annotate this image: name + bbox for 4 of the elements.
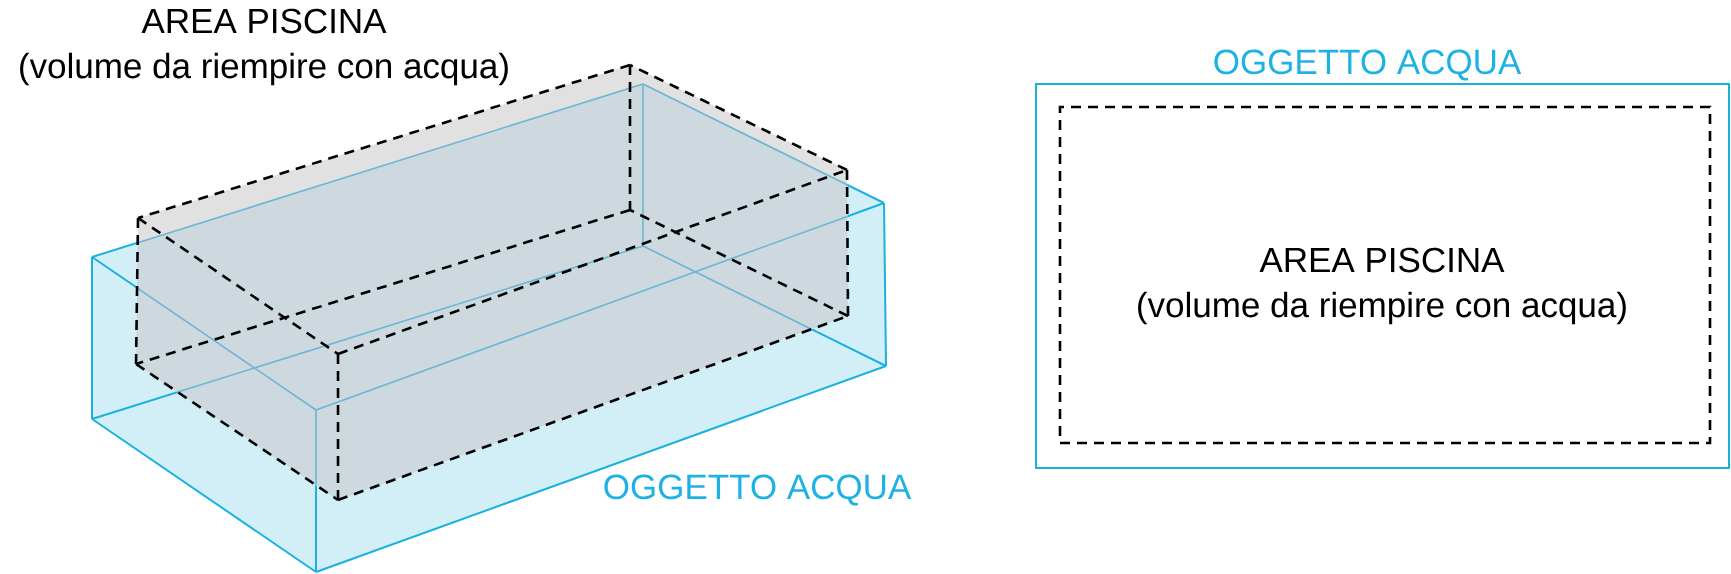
dashed-rectangle: AREA PISCINA (volume da riempire con acqua): [1058, 105, 1712, 445]
frame-title: OGGETTO ACQUA: [1214, 49, 1522, 81]
cuboid-label: AREA PISCINA (volume da riempire con acqua): [20, 8, 508, 86]
cuboid-label: OGGETTO ACQUA: [604, 474, 912, 506]
